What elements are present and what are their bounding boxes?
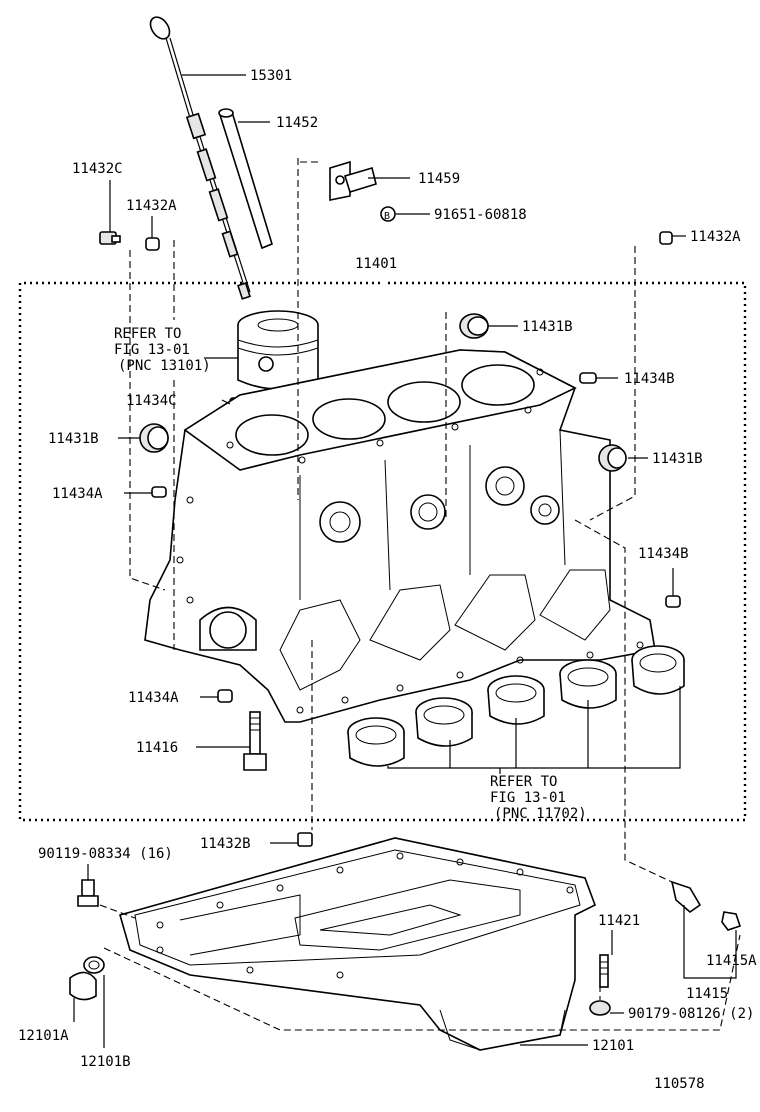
- part-labels: 15301 11452 11459 B 91651-60818 11432C 1…: [18, 68, 757, 1092]
- refer-bearing-line-2: FIG 13-01: [490, 790, 566, 806]
- label-11432A-left: 11432A: [126, 198, 177, 214]
- label-11434C: 11434C: [126, 393, 177, 409]
- label-11459: 11459: [418, 171, 460, 187]
- label-11432A-right: 11432A: [690, 229, 741, 245]
- label-15301: 15301: [250, 68, 292, 84]
- cylinder-block: [144, 349, 656, 723]
- refer-bearing-line-1: REFER TO: [490, 774, 557, 790]
- label-11415A: 11415A: [706, 953, 757, 969]
- refer-piston-line-3: (PNC 13101): [118, 358, 211, 374]
- main-bearings: [347, 645, 685, 767]
- figure-id: 110578: [654, 1076, 705, 1092]
- guide-clamp: [329, 160, 396, 222]
- label-12101: 12101: [592, 1038, 634, 1054]
- label-11434A-mid: 11434A: [52, 486, 103, 502]
- block-assembly-frame: [18, 281, 747, 822]
- label-11452: 11452: [276, 115, 318, 131]
- refer-bearing-line-3: (PNC 11702): [494, 806, 587, 822]
- oil-level-gauge-dipstick: [149, 16, 251, 300]
- label-12101A: 12101A: [18, 1028, 69, 1044]
- refer-piston-line-2: FIG 13-01: [114, 342, 190, 358]
- label-11431B-right: 11431B: [652, 451, 703, 467]
- dashed-guides: [99, 158, 741, 1031]
- label-11421: 11421: [598, 913, 640, 929]
- label-11431B-left: 11431B: [48, 431, 99, 447]
- label-11401: 11401: [355, 256, 397, 272]
- label-91651: 91651-60818: [434, 207, 527, 223]
- label-11416: 11416: [136, 740, 178, 756]
- leader-lines: [73, 74, 737, 1048]
- refer-bearing-note: REFER TO FIG 13-01 (PNC 11702): [490, 774, 587, 822]
- refer-piston-note: REFER TO FIG 13-01 (PNC 13101): [114, 326, 211, 374]
- label-11432B: 11432B: [200, 836, 251, 852]
- oil-level-gauge-guide: [218, 108, 273, 250]
- stud-bolt: [243, 711, 267, 771]
- piston: [237, 310, 319, 390]
- label-11434A-low: 11434A: [128, 690, 179, 706]
- label-11434B-right: 11434B: [638, 546, 689, 562]
- label-11431B-top: 11431B: [522, 319, 573, 335]
- label-90119: 90119-08334 (16): [38, 846, 173, 862]
- label-11434B-top: 11434B: [624, 371, 675, 387]
- label-90179: 90179-08126 (2): [628, 1006, 754, 1022]
- oil-pan-hardware: [69, 879, 742, 1016]
- label-91651-mark: B: [384, 211, 390, 222]
- label-11432C: 11432C: [72, 161, 123, 177]
- label-12101B: 12101B: [80, 1054, 131, 1070]
- label-11415: 11415: [686, 986, 728, 1002]
- refer-piston-line-1: REFER TO: [114, 326, 181, 342]
- oil-pan: [119, 837, 596, 1051]
